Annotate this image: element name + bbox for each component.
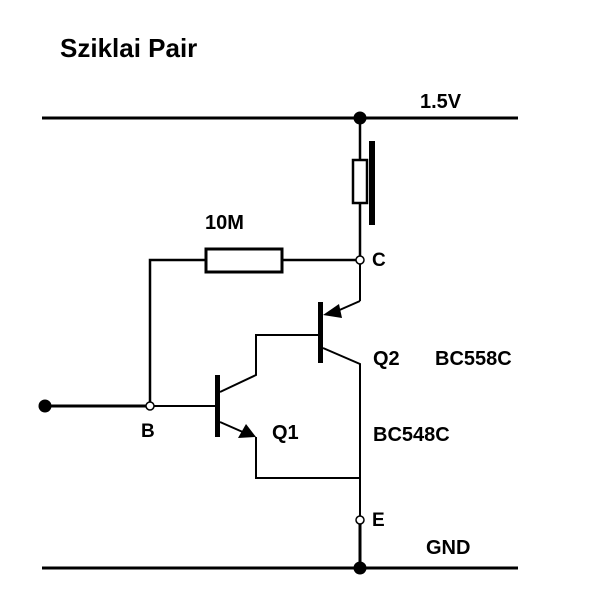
collector-node: C — [355, 250, 386, 271]
speaker-plate-icon — [369, 141, 375, 225]
resistor-left-wire — [148, 258, 206, 402]
q1-emitter-arrow-icon — [238, 424, 256, 438]
q2-designator: Q2 — [373, 348, 400, 370]
q1-emitter-lead — [219, 421, 246, 434]
supply-rail: 1.5V — [42, 91, 518, 125]
q1-part-number: BC548C — [373, 424, 450, 446]
speaker-symbol — [351, 118, 375, 256]
q1-npn-transistor: Q1 BC548C — [215, 334, 450, 479]
q1-collector-wire — [219, 334, 318, 393]
collector-node-terminal — [355, 255, 365, 265]
q2-part-number: BC558C — [435, 348, 512, 370]
supply-rail-label: 1.5V — [420, 91, 462, 113]
emitter-node-terminal — [355, 515, 365, 525]
emitter-node-label: E — [372, 510, 385, 531]
q2-collector-wire — [322, 347, 361, 516]
q1-emitter-wire — [255, 437, 360, 479]
ground-junction-dot — [353, 561, 367, 575]
speaker-body-icon — [351, 158, 369, 205]
diagram-title: Sziklai Pair — [60, 33, 197, 63]
resistor-value-label: 10M — [205, 212, 244, 234]
feedback-resistor: 10M — [148, 212, 356, 402]
base-node-label: B — [141, 421, 155, 442]
ground-rail-label: GND — [426, 537, 470, 559]
q2-base-bar-icon — [318, 302, 323, 363]
q2-pnp-transistor: Q2 BC558C — [318, 264, 512, 516]
q1-base-bar-icon — [215, 375, 220, 437]
base-node-terminal — [145, 401, 155, 411]
input-base-network: B — [38, 399, 216, 442]
resistor-body-icon — [204, 247, 284, 274]
q1-designator: Q1 — [272, 422, 299, 444]
q2-emitter-arrow-icon — [323, 304, 342, 318]
emitter-ground-network: E GND — [42, 510, 518, 575]
collector-node-label: C — [372, 250, 386, 271]
